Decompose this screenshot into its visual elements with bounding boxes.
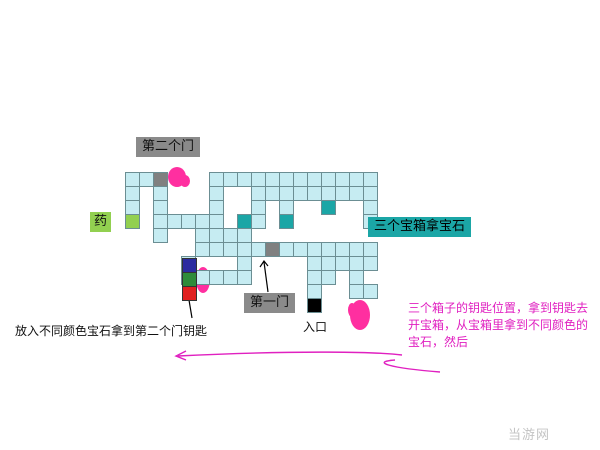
door-tile [265,242,280,257]
gem-slot-blue [182,258,197,273]
maze-tile [223,172,238,187]
entrance-tile [307,298,322,313]
maze-tile [307,256,322,271]
maze-tile [139,172,154,187]
maze-tile [335,186,350,201]
maze-tile [125,200,140,215]
maze-tile [335,242,350,257]
maze-tile [335,172,350,187]
maze-tile [265,172,280,187]
maze-tile [153,200,168,215]
maze-tile [125,172,140,187]
watermark: 当游网 [508,428,551,443]
maze-tile [279,186,294,201]
maze-tile [321,186,336,201]
maze-tile [237,256,252,271]
maze-tile [195,228,210,243]
maze-tile [293,186,308,201]
maze-tile [279,242,294,257]
door-tile [153,172,168,187]
maze-tile [251,172,266,187]
maze-tile [251,186,266,201]
maze-tile [279,172,294,187]
second-door-label: 第二个门 [136,137,201,157]
maze-tile [349,186,364,201]
chest-tile [279,214,294,229]
maze-tile [293,242,308,257]
maze-tile [363,256,378,271]
maze-tile [321,242,336,257]
chest-tile [321,200,336,215]
maze-tile [237,228,252,243]
maze-tile [209,186,224,201]
maze-tile [195,214,210,229]
maze-tile [237,242,252,257]
maze-tile [279,200,294,215]
first-door-label: 第一门 [244,293,296,313]
gem-slot-green [182,272,197,287]
maze-tile [251,200,266,215]
maze-tile [223,242,238,257]
maze-tile [307,284,322,299]
maze-tile [237,270,252,285]
maze-tile [209,214,224,229]
maze-tile [223,228,238,243]
maze-tile [363,186,378,201]
maze-tile [321,270,336,285]
maze-tile [307,270,322,285]
medicine-label: 药 [90,212,112,232]
maze-tile [223,270,238,285]
maze-tile [181,214,196,229]
maze-tile [125,186,140,201]
maze-tile [349,242,364,257]
chest-label: 三个宝箱拿宝石 [368,217,472,237]
maze-tile [349,284,364,299]
maze-tile [349,270,364,285]
maze-tile [293,172,308,187]
maze-tile [209,270,224,285]
maze-tile [237,172,252,187]
chest-tile [237,214,252,229]
maze-tile [321,256,336,271]
maze-tile [363,242,378,257]
maze-tile [265,186,280,201]
maze-tile [167,214,182,229]
maze-tile [321,172,336,187]
maze-tile [153,186,168,201]
maze-tile [307,172,322,187]
medicine-tile [125,214,140,229]
maze-tile [363,284,378,299]
gem-slot-red [182,286,197,301]
maze-tile [209,200,224,215]
maze-tile [349,172,364,187]
annotation-arrow-icon [174,350,441,373]
maze-tile [251,242,266,257]
annotation-note: 三个箱子的钥匙位置，拿到钥匙去开宝箱，从宝箱里拿到不同颜色的宝石，然后 [408,301,589,349]
maze-tile [209,228,224,243]
maze-tile [195,242,210,257]
maze-tile [349,256,364,271]
maze-tile [209,172,224,187]
maze-tile [153,214,168,229]
maze-tile [209,242,224,257]
maze-tile [251,214,266,229]
entrance-label: 入口 [303,320,328,334]
maze-tile [363,200,378,215]
maze-tile [307,186,322,201]
maze-tile [195,270,210,285]
maze-tile [335,256,350,271]
instruction-text: 放入不同颜色宝石拿到第二个门钥匙 [15,324,208,338]
maze-tile [153,228,168,243]
maze-tile [363,172,378,187]
maze-tile [307,242,322,257]
